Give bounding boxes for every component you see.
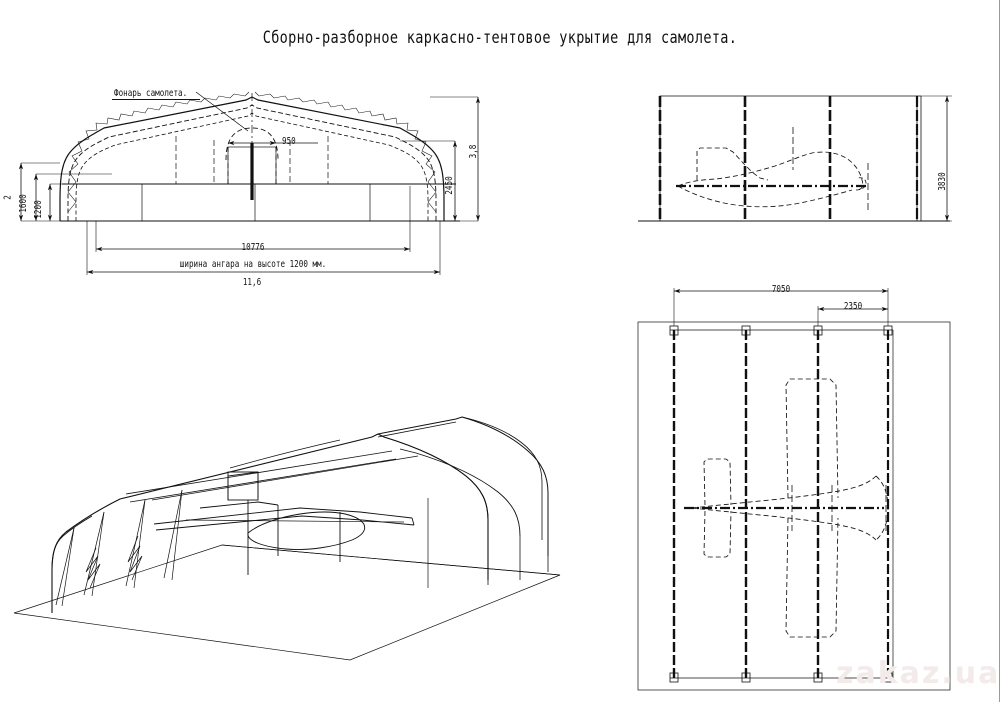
note-width-at-1200: ширина ангара на высоте 1200 мм.	[179, 259, 327, 270]
perspective-view	[13, 416, 561, 661]
dim-canopy-width-950: 950	[282, 136, 296, 147]
dim-height-2450: 2450	[443, 176, 455, 195]
dim-length-7050: 7050	[771, 284, 791, 295]
dim-height-2: 2	[2, 195, 14, 200]
dim-bay-2350: 2350	[843, 301, 863, 312]
dim-height-3-8: 3,8	[468, 144, 480, 159]
callout-label-canopy: Фонарь самолета.	[114, 88, 188, 99]
dim-width-10776: 10776	[241, 242, 265, 253]
front-elevation-view	[18, 91, 481, 275]
dim-height-1200: 1200	[32, 200, 44, 219]
side-elevation-view	[638, 95, 952, 222]
plan-view	[637, 288, 951, 691]
dim-height-3830: 3830	[936, 172, 948, 191]
dim-width-11-6: 11,6	[242, 277, 262, 288]
page-title: Сборно-разборное каркасно-тентовое укрыт…	[262, 28, 738, 47]
dim-height-1600: 1600	[17, 194, 29, 213]
callout-underline	[112, 99, 200, 100]
